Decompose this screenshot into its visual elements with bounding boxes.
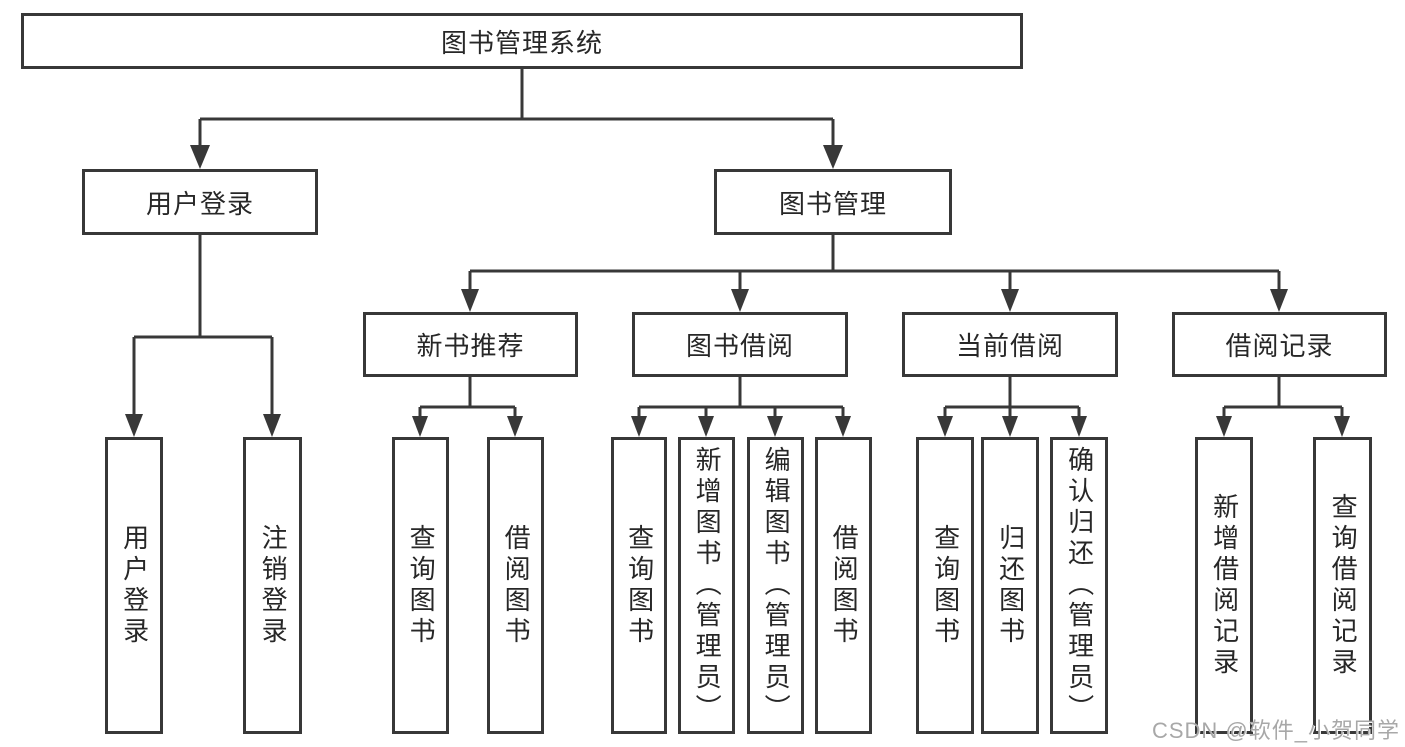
node-borrow-records-label: 借阅记录 [1225, 331, 1334, 361]
leaf-return-book: 归还图书 [981, 437, 1039, 734]
leaf-borrow-books-label: 借阅图书 [829, 523, 860, 648]
leaf-edit-book-admin: 编辑图书（管理员） [747, 437, 804, 734]
leaf-query-books-current: 查询图书 [916, 437, 974, 734]
node-current-borrow-label: 当前借阅 [955, 331, 1064, 361]
leaf-user-login-label: 用户登录 [119, 523, 150, 648]
leaf-borrow-books: 借阅图书 [815, 437, 872, 734]
leaf-borrow-books-recommend: 借阅图书 [487, 437, 544, 734]
node-user-login: 用户登录 [82, 169, 318, 235]
leaf-query-books-current-label: 查询图书 [930, 523, 961, 648]
connector-spines [132, 66, 1344, 419]
leaf-add-borrow-record-label: 新增借阅记录 [1209, 492, 1240, 679]
leaf-add-borrow-record: 新增借阅记录 [1195, 437, 1253, 734]
leaf-logout-label: 注销登录 [258, 523, 289, 648]
leaf-user-login: 用户登录 [105, 437, 163, 734]
node-book-borrow-label: 图书借阅 [685, 331, 794, 361]
node-library-system-label: 图书管理系统 [440, 27, 603, 58]
node-book-management-label: 图书管理 [778, 188, 887, 219]
leaf-add-book-admin-label: 新增图书（管理员） [692, 446, 723, 725]
node-borrow-records: 借阅记录 [1172, 312, 1387, 377]
node-user-login-label: 用户登录 [145, 188, 254, 219]
leaf-return-book-label: 归还图书 [995, 523, 1026, 648]
node-new-book-recommend-label: 新书推荐 [416, 331, 525, 361]
leaf-query-books-borrow-label: 查询图书 [624, 523, 655, 648]
node-library-system: 图书管理系统 [21, 13, 1023, 69]
node-book-management: 图书管理 [714, 169, 952, 235]
node-current-borrow: 当前借阅 [902, 312, 1118, 377]
leaf-query-books-recommend: 查询图书 [392, 437, 449, 734]
leaf-query-books-recommend-label: 查询图书 [406, 523, 437, 648]
connector-arrowheads [125, 145, 1350, 437]
node-new-book-recommend: 新书推荐 [363, 312, 578, 377]
leaf-query-borrow-record: 查询借阅记录 [1313, 437, 1372, 734]
leaf-borrow-books-recommend-label: 借阅图书 [501, 523, 532, 648]
leaf-query-borrow-record-label: 查询借阅记录 [1328, 492, 1359, 679]
leaf-query-books-borrow: 查询图书 [611, 437, 667, 734]
leaf-logout: 注销登录 [243, 437, 302, 734]
leaf-confirm-return-admin-label: 确认归还（管理员） [1064, 446, 1095, 725]
leaf-confirm-return-admin: 确认归还（管理员） [1050, 437, 1108, 734]
leaf-edit-book-admin-label: 编辑图书（管理员） [761, 446, 792, 725]
leaf-add-book-admin: 新增图书（管理员） [678, 437, 735, 734]
csdn-watermark: CSDN @软件_小贺同学 [1151, 718, 1400, 743]
node-book-borrow: 图书借阅 [632, 312, 848, 377]
